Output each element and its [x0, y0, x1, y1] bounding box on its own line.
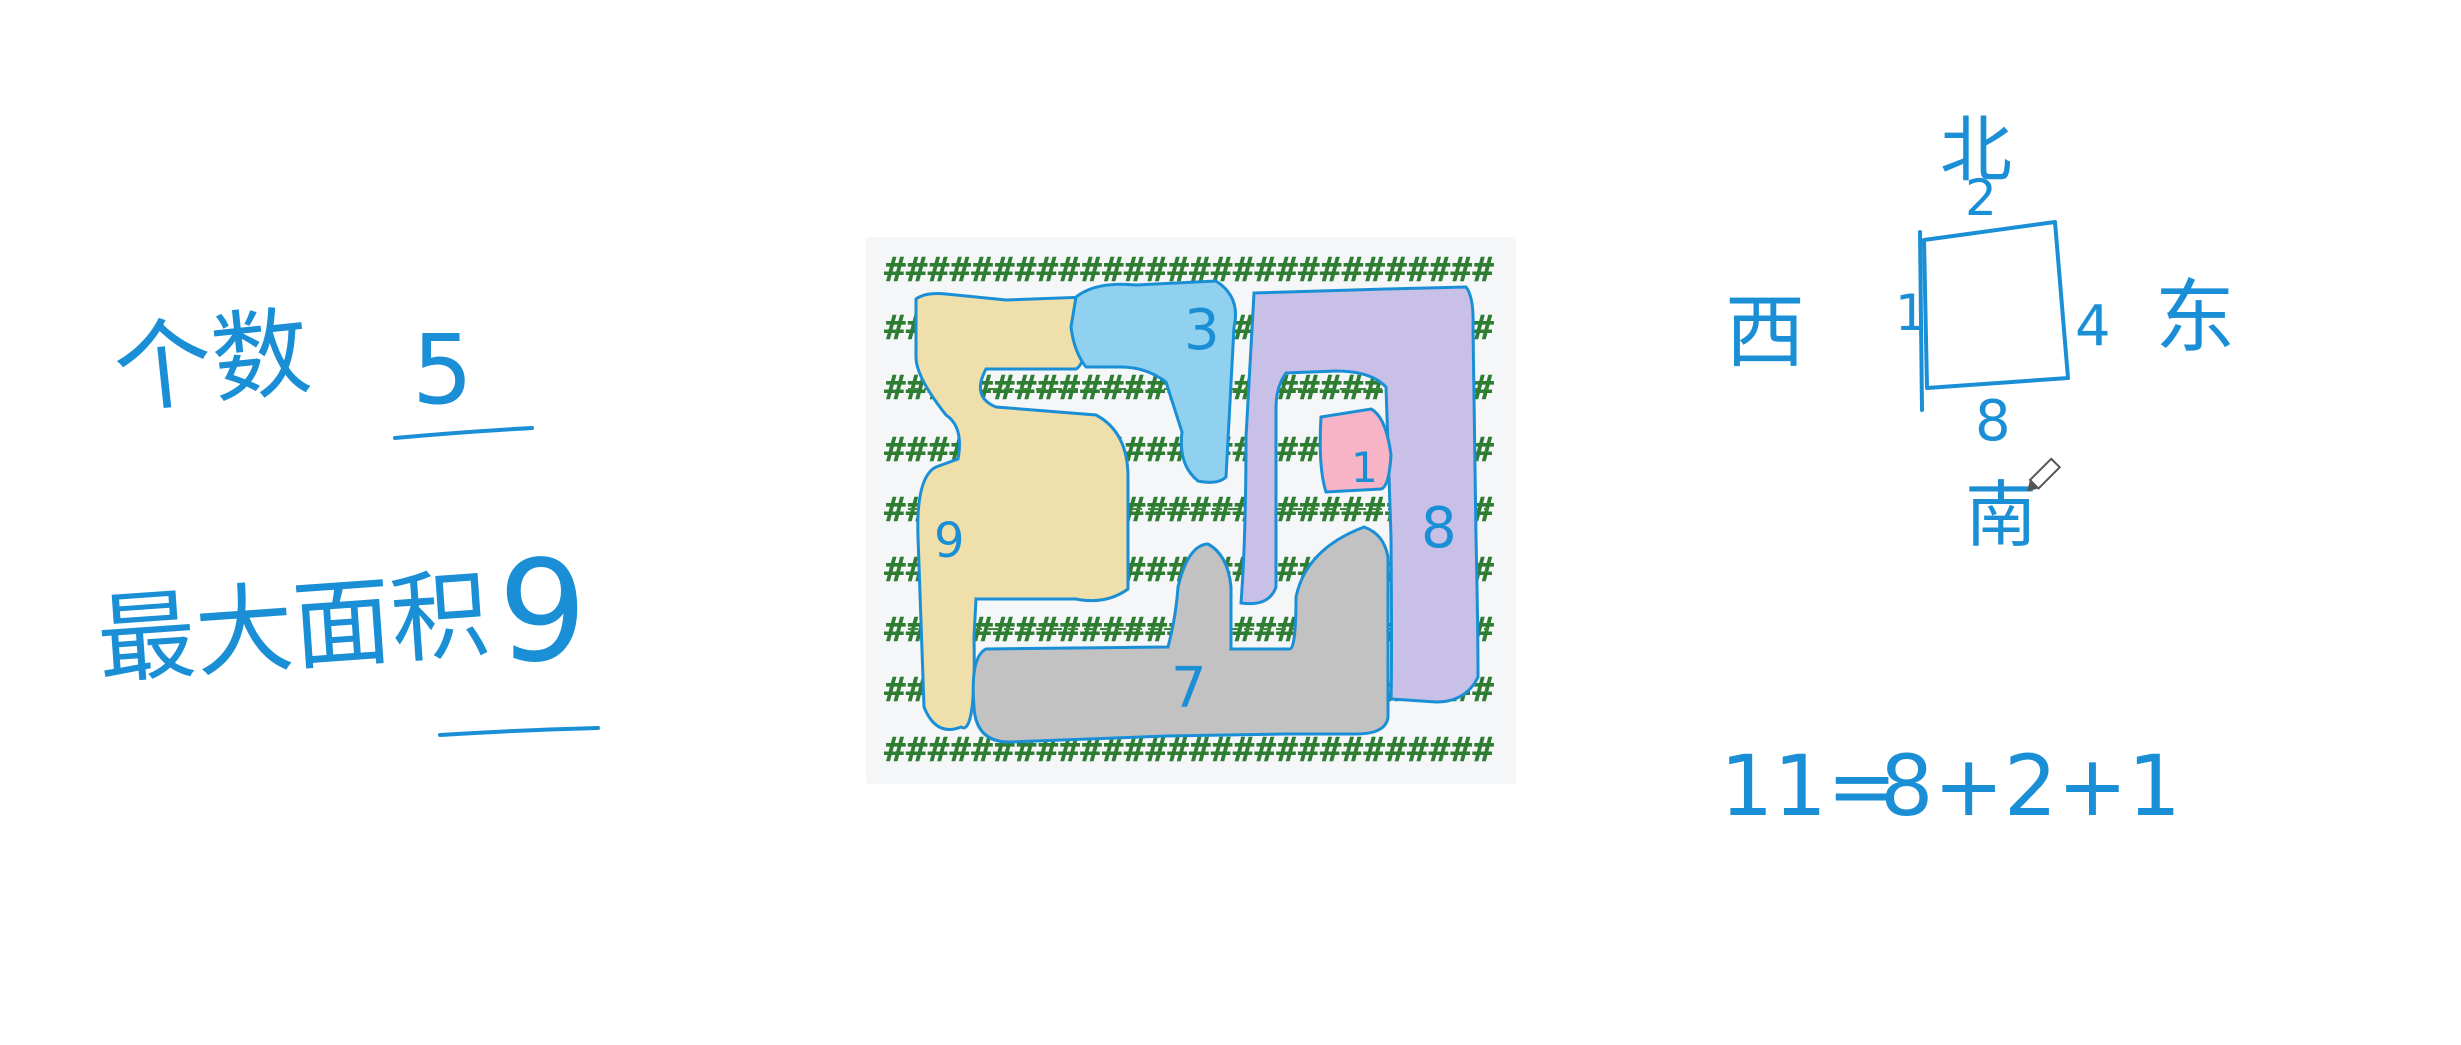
left-edge-value: 1 — [1895, 284, 1927, 342]
max-area-underline — [440, 728, 598, 735]
square-left-stub — [1920, 232, 1922, 410]
count-label: 个数 — [109, 295, 316, 429]
region-label-lavender: 8 — [1421, 496, 1457, 561]
square-shape — [1924, 222, 2068, 388]
bottom-edge-value: 8 — [1975, 389, 2011, 454]
formula-lhs: 11= — [1720, 737, 1897, 835]
left-notes: 个数 5 最大面积 9 — [0, 0, 700, 1045]
pencil-cursor-icon — [2023, 459, 2060, 496]
south-label: 南 — [1965, 473, 2037, 557]
region-label-lightblue: 3 — [1184, 298, 1220, 363]
region-label-tan: 9 — [934, 513, 965, 569]
count-underline — [395, 428, 532, 438]
region-label-gray: 7 — [1171, 656, 1207, 721]
north-label: 北 — [1940, 108, 2012, 192]
right-edge-value: 4 — [2075, 294, 2111, 359]
board-canvas: ########################################… — [866, 237, 1516, 784]
east-label: 东 — [2155, 271, 2235, 364]
max-area-label: 最大面积 — [94, 558, 493, 699]
formula-rhs: 8+2+1 — [1880, 737, 2181, 835]
max-area-value: 9 — [498, 531, 587, 694]
region-label-pink: 1 — [1351, 443, 1378, 492]
grid-board: ########################################… — [866, 237, 1516, 784]
count-value: 5 — [412, 314, 473, 426]
west-label: 西 — [1725, 286, 1805, 379]
top-edge-value: 2 — [1965, 169, 1997, 227]
